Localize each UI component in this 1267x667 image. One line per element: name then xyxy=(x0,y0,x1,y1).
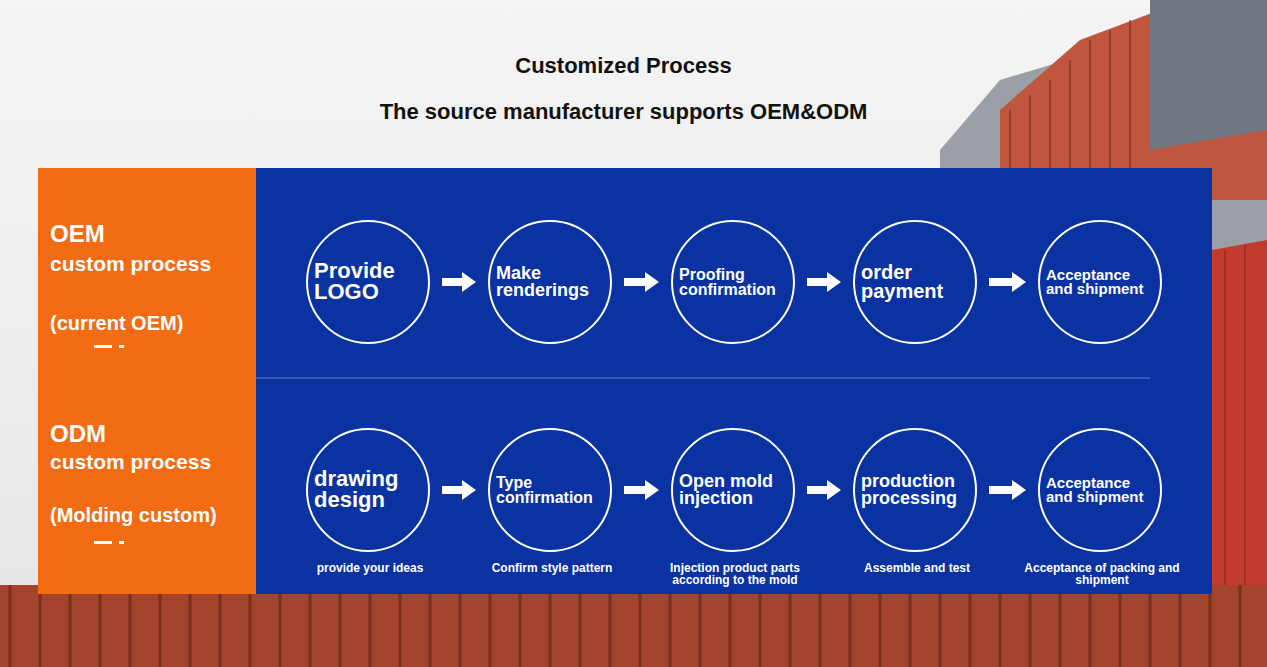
dash-mark xyxy=(94,540,134,546)
process-circle: Proofing confirmation xyxy=(671,220,795,344)
step-label: drawing design xyxy=(314,469,422,511)
step-label: Acceptance and shipment xyxy=(1046,268,1154,297)
process-circle: order payment xyxy=(853,220,977,344)
row-heading: ODM xyxy=(50,420,106,448)
title: Customized Process xyxy=(0,53,1267,79)
step-label: Make renderings xyxy=(496,265,604,299)
step-label: production processing xyxy=(861,473,969,507)
blue-panel xyxy=(256,168,1212,594)
row-heading: (current OEM) xyxy=(50,312,183,335)
process-circle: Make renderings xyxy=(488,220,612,344)
arrow-shape xyxy=(989,480,1026,500)
step-label: Acceptance and shipment xyxy=(1046,476,1154,505)
step-label: order payment xyxy=(861,263,969,301)
arrow-shape xyxy=(807,480,841,500)
process-circle: Type confirmationConfirm style pattern xyxy=(488,428,612,552)
block-arrow xyxy=(624,272,659,292)
step-caption: Assemble and test xyxy=(827,562,1007,574)
row-heading: custom process xyxy=(50,450,211,474)
block-arrow xyxy=(442,480,476,500)
arrow-shape xyxy=(807,272,841,292)
process-circle: Acceptance and shipmentAcceptance of pac… xyxy=(1038,428,1162,552)
block-arrow xyxy=(989,480,1026,500)
process-circle: Provide LOGO xyxy=(306,220,430,344)
process-circle: Open mold injectionInjection product par… xyxy=(671,428,795,552)
step-caption: Confirm style pattern xyxy=(462,562,642,574)
subtitle: The source manufacturer supports OEM&ODM xyxy=(0,99,1267,125)
arrow-shape xyxy=(442,480,476,500)
block-arrow xyxy=(989,272,1026,292)
step-caption: Acceptance of packing and shipment xyxy=(1012,562,1192,586)
step-caption: provide your ideas xyxy=(280,562,460,574)
step-label: Type confirmation xyxy=(496,475,604,505)
process-circle: drawing designprovide your ideas xyxy=(306,428,430,552)
step-label: Proofing confirmation xyxy=(679,267,787,297)
row-heading: OEM xyxy=(50,220,105,248)
block-arrow xyxy=(624,480,659,500)
step-label: Provide LOGO xyxy=(314,261,422,303)
arrow-shape xyxy=(989,272,1026,292)
step-label: Open mold injection xyxy=(679,473,787,507)
arrow-shape xyxy=(624,480,659,500)
arrow-shape xyxy=(442,272,476,292)
arrow-shape xyxy=(624,272,659,292)
step-caption: Injection product parts according to the… xyxy=(645,562,825,586)
process-circle: production processingAssemble and test xyxy=(853,428,977,552)
block-arrow xyxy=(807,480,841,500)
process-circle: Acceptance and shipment xyxy=(1038,220,1162,344)
container-floor xyxy=(0,585,1267,667)
row-heading: custom process xyxy=(50,252,211,276)
dash-mark xyxy=(94,344,134,350)
orange-panel: OEMcustom process(current OEM)ODMcustom … xyxy=(38,168,256,594)
block-arrow xyxy=(442,272,476,292)
row-heading: (Molding custom) xyxy=(50,504,217,527)
block-arrow xyxy=(807,272,841,292)
